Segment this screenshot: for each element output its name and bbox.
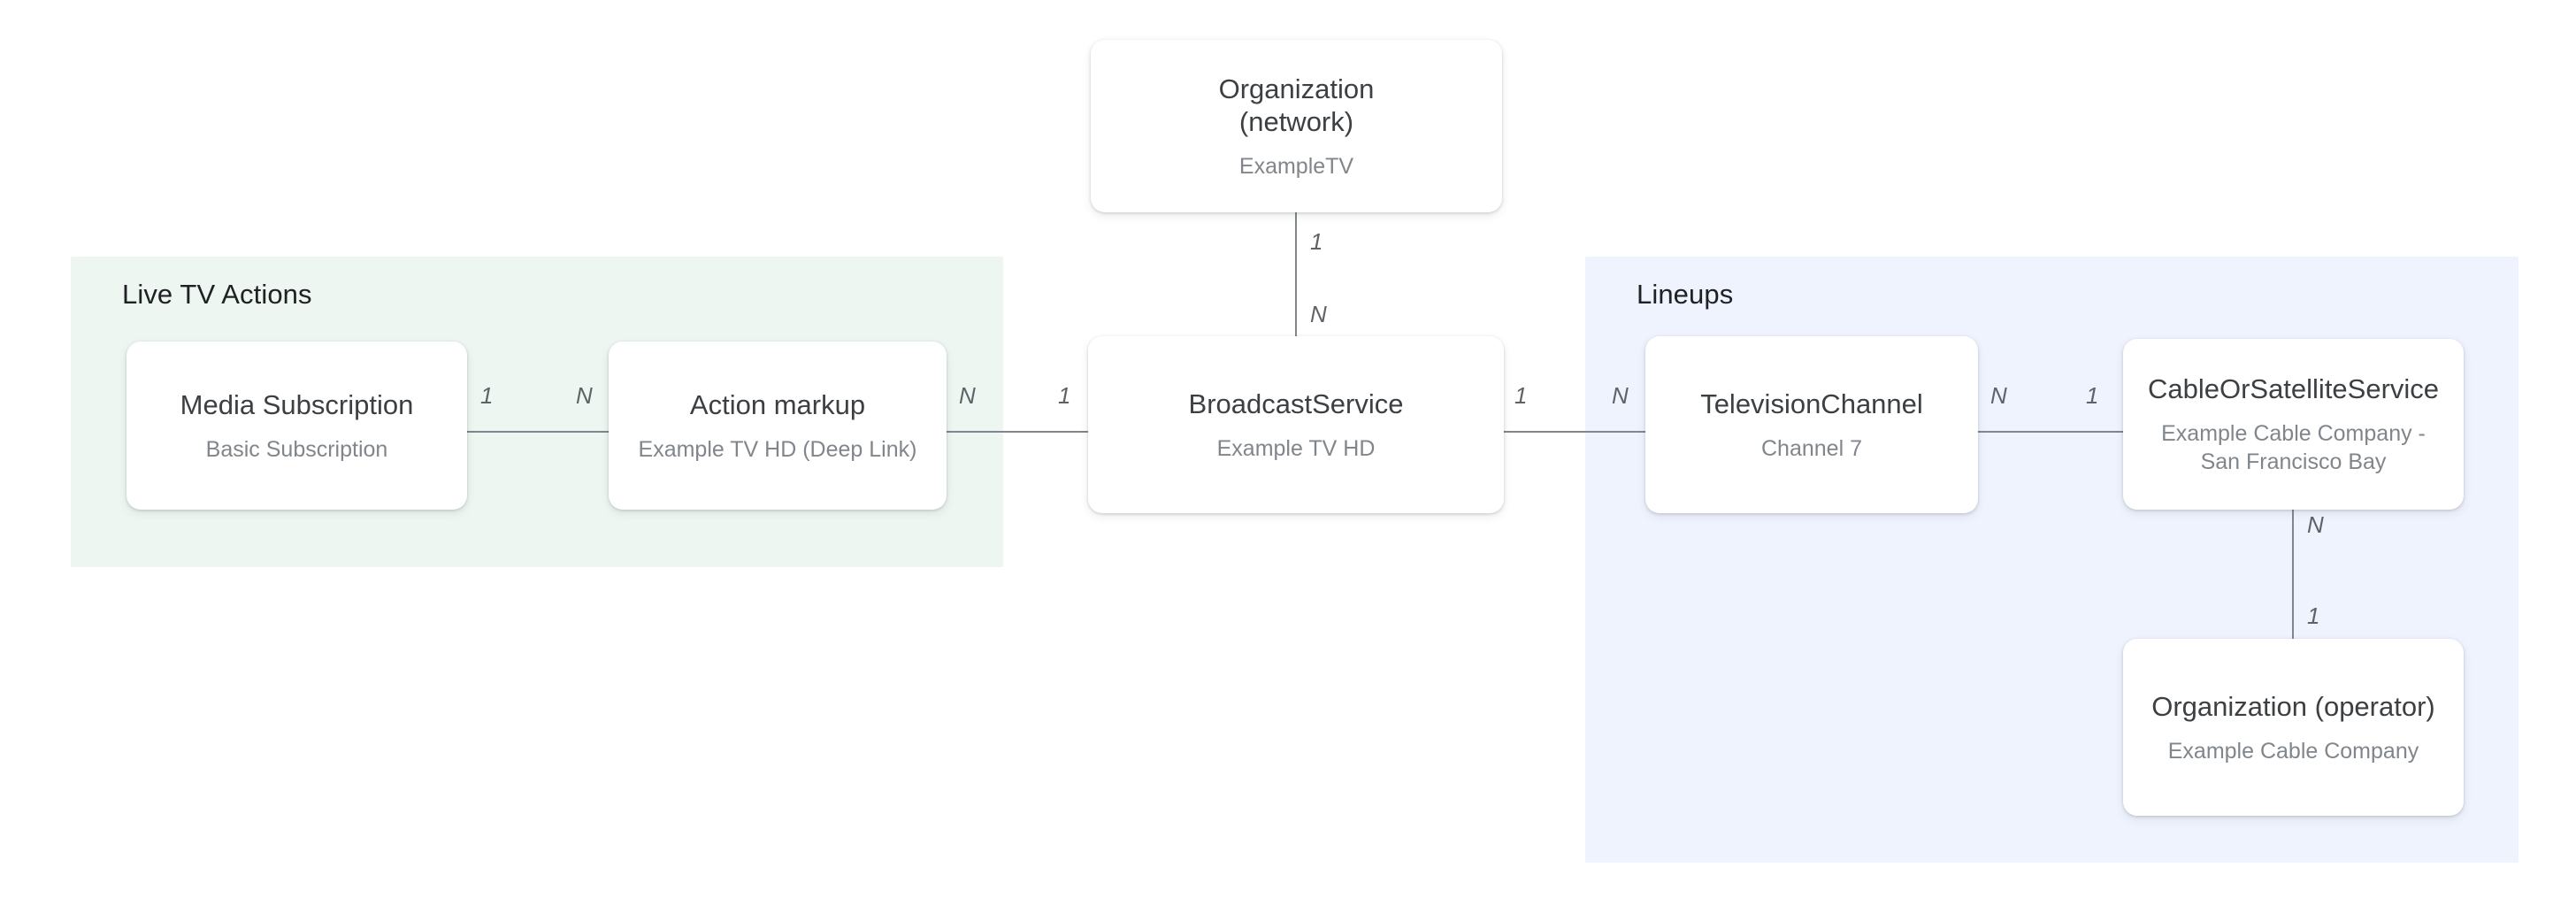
cardinality-org-operator-top: 1 bbox=[2307, 603, 2320, 629]
node-organization-operator[interactable]: Organization (operator) Example Cable Co… bbox=[2123, 639, 2464, 816]
cardinality-channel-right: N bbox=[1990, 382, 2007, 409]
panel-title-lineups: Lineups bbox=[1637, 279, 1734, 310]
node-subtitle: Example TV HD (Deep Link) bbox=[638, 436, 917, 462]
node-subtitle: ExampleTV bbox=[1238, 153, 1354, 179]
node-title: Organization (network) bbox=[1218, 73, 1375, 137]
edge-org-network-to-broadcast bbox=[1295, 212, 1297, 338]
node-title: CableOrSatelliteService bbox=[2147, 373, 2440, 404]
node-title: Organization (operator) bbox=[2151, 690, 2435, 722]
cardinality-action-right: N bbox=[959, 382, 976, 409]
edge-channel-to-cable bbox=[1978, 431, 2123, 433]
edge-cable-to-org-operator bbox=[2292, 510, 2294, 641]
node-title: Action markup bbox=[689, 388, 866, 420]
node-cable-or-satellite-service[interactable]: CableOrSatelliteService Example Cable Co… bbox=[2123, 339, 2464, 510]
node-television-channel[interactable]: TelevisionChannel Channel 7 bbox=[1645, 336, 1978, 513]
panel-title-live-tv-actions: Live TV Actions bbox=[122, 279, 312, 310]
node-title: BroadcastService bbox=[1188, 388, 1404, 419]
node-media-subscription[interactable]: Media Subscription Basic Subscription bbox=[126, 342, 467, 510]
node-subtitle: Example Cable Company - San Francisco Ba… bbox=[2161, 421, 2426, 474]
cardinality-channel-left: N bbox=[1612, 382, 1629, 409]
node-subtitle: Basic Subscription bbox=[205, 436, 388, 462]
cardinality-action-left: N bbox=[576, 382, 593, 409]
edge-broadcast-to-channel bbox=[1504, 431, 1645, 433]
node-title: Media Subscription bbox=[180, 388, 414, 420]
cardinality-media-sub-right: 1 bbox=[480, 382, 494, 409]
node-action-markup[interactable]: Action markup Example TV HD (Deep Link) bbox=[609, 342, 947, 510]
cardinality-broadcast-right: 1 bbox=[1514, 382, 1528, 409]
cardinality-cable-left: 1 bbox=[2086, 382, 2099, 409]
node-broadcast-service[interactable]: BroadcastService Example TV HD bbox=[1088, 336, 1504, 513]
cardinality-broadcast-left: 1 bbox=[1058, 382, 1071, 409]
cardinality-cable-bottom: N bbox=[2307, 511, 2324, 538]
edge-media-sub-to-action bbox=[467, 431, 609, 433]
cardinality-org-network-bottom: 1 bbox=[1310, 228, 1323, 255]
node-subtitle: Example TV HD bbox=[1216, 435, 1376, 461]
edge-action-to-broadcast bbox=[947, 431, 1088, 433]
node-title: TelevisionChannel bbox=[1700, 388, 1923, 419]
node-subtitle: Channel 7 bbox=[1761, 435, 1862, 461]
node-subtitle: Example Cable Company bbox=[2167, 738, 2419, 764]
cardinality-broadcast-top: N bbox=[1310, 301, 1327, 327]
node-organization-network[interactable]: Organization (network) ExampleTV bbox=[1091, 40, 1502, 212]
